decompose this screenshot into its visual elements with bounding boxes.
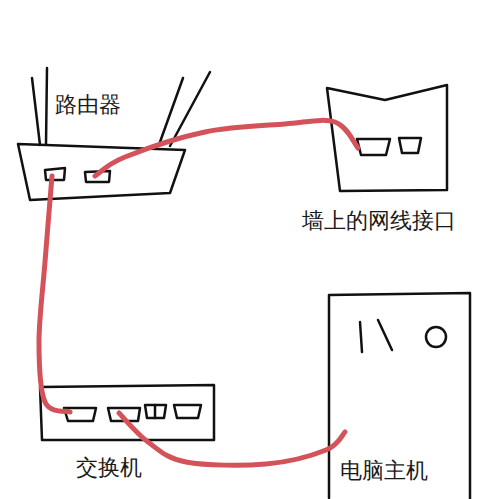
node-label: 电脑主机: [340, 458, 428, 484]
network-cable: [119, 413, 345, 465]
node-label: 交换机: [76, 455, 142, 481]
switch: 交换机: [36, 380, 221, 488]
node-label: 墙上的网线接口: [302, 208, 456, 234]
node-label: 路由器: [55, 92, 121, 118]
network-cable: [95, 120, 358, 176]
computer-case: 电脑主机: [326, 292, 474, 499]
network-cable: [39, 176, 70, 412]
wall-socket: 墙上的网线接口: [298, 80, 476, 242]
